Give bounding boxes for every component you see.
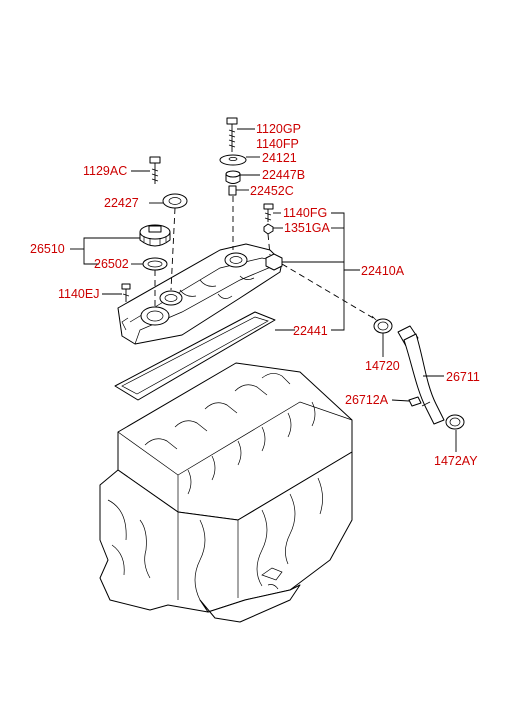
spacer-22452C [228,185,237,196]
label-22427: 22427 [104,196,139,210]
label-1140EJ: 1140EJ [58,287,99,301]
guide-line-seal [170,207,176,291]
rocker-cover-gasket [114,311,276,401]
leader-lines [70,128,457,452]
guide-line-bolt [267,233,271,256]
breather-hose [397,325,445,425]
bolt-1129AC [149,156,161,184]
label-26712A: 26712A [345,393,389,407]
label-26711: 26711 [446,370,480,384]
label-1351GA: 1351GA [284,221,331,235]
label-24121: 24121 [262,151,297,165]
label-26510: 26510 [30,242,65,256]
label-1140FP: 1140FP [256,137,299,151]
bolt-1140EJ [121,283,131,302]
engine-block [99,362,353,623]
cap-gasket-26502 [142,257,168,271]
washer-24121 [219,154,247,166]
label-22452C: 22452C [250,184,294,198]
part-labels: 1120GP 1140FP 24121 22447B 22452C 1129AC… [30,122,480,468]
clamp-1472AY [445,414,465,430]
label-22410A: 22410A [361,264,405,278]
oil-filler-cap [139,224,171,247]
label-1140FG: 1140FG [283,206,327,220]
nut-1351GA [263,223,274,235]
label-14720: 14720 [365,359,400,373]
label-1120GP: 1120GP [256,122,301,136]
rocker-cover [117,243,283,345]
label-22447B: 22447B [262,168,305,182]
label-1472AY: 1472AY [434,454,478,468]
bolt-1120GP [226,117,238,152]
label-22441: 22441 [293,324,328,338]
label-26502: 26502 [94,257,129,271]
label-1129AC: 1129AC [83,164,127,178]
guide-line-pcv [281,263,381,323]
seal-22427 [162,193,188,209]
grommet-22447B [225,170,241,184]
bolt-1140FG [263,203,274,222]
clip-26712A [408,396,422,407]
clamp-14720 [371,315,393,334]
